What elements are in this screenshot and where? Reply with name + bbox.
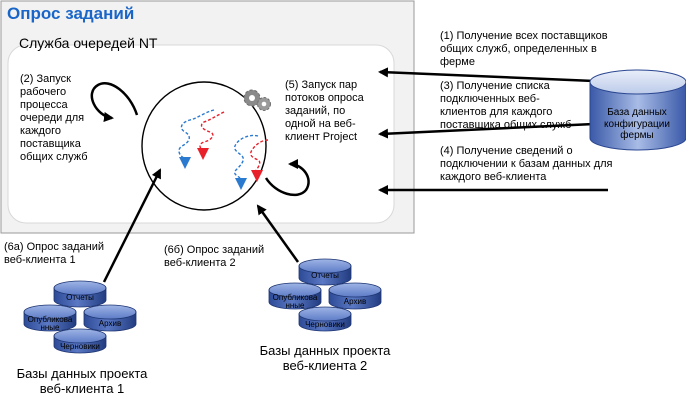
db-label-drafts: Черновики (305, 320, 345, 329)
db-label-published: Опубликова нные (27, 315, 73, 332)
client-1-db-caption: Базы данных проекта веб-клиента 1 (16, 366, 148, 397)
database-icon (298, 258, 352, 286)
refresh-arrow-icon (264, 159, 310, 197)
config-database-icon (589, 69, 686, 151)
thread-pair-2 (233, 134, 269, 190)
db-label-archive: Архив (343, 297, 367, 306)
client-1-database-stack (23, 280, 137, 354)
step-6a-label: (6а) Опрос заданий веб-клиента 1 (4, 241, 104, 266)
client-2-database-stack (268, 258, 382, 332)
step-3-label: (3) Получение списка подключенных веб- к… (440, 80, 572, 131)
db-label-archive: Архив (98, 319, 122, 328)
database-icon (83, 304, 137, 332)
page-title: Опрос заданий (7, 4, 135, 23)
arrow-step-6a (102, 168, 162, 283)
thread-pair-1 (178, 109, 225, 169)
database-icon (53, 328, 107, 354)
database-icon (268, 282, 322, 310)
step-1-label: (1) Получение всех поставщиков общих слу… (440, 30, 608, 68)
db-label-published: Опубликова нные (272, 293, 318, 310)
arrow-step-3 (378, 122, 595, 139)
database-icon (328, 282, 382, 310)
db-label-drafts: Черновики (60, 342, 100, 351)
step-5-label: (5) Запуск пар потоков опроса заданий, п… (285, 79, 364, 143)
db-label-reports: Отчеты (311, 271, 339, 280)
config-database-label: База данных конфигурации фермы (604, 107, 670, 141)
database-icon (53, 280, 107, 308)
client-2-db-caption: Базы данных проекта веб-клиента 2 (259, 343, 391, 374)
refresh-arrow-icon (90, 82, 139, 122)
arrow-step-1 (378, 67, 595, 83)
gears-icon (243, 89, 271, 111)
database-icon (23, 304, 77, 332)
step-2-label: (2) Запуск рабочего процесса очереди для… (20, 73, 88, 163)
step-6b-label: (6б) Опрос заданий веб-клиента 2 (164, 244, 265, 269)
db-label-reports: Отчеты (66, 293, 94, 302)
arrow-step-6b (256, 204, 300, 263)
queue-service-label: Служба очередей NT (19, 35, 158, 51)
database-icon (298, 306, 352, 332)
step-4-label: (4) Получение сведений о подключении к б… (440, 145, 613, 183)
